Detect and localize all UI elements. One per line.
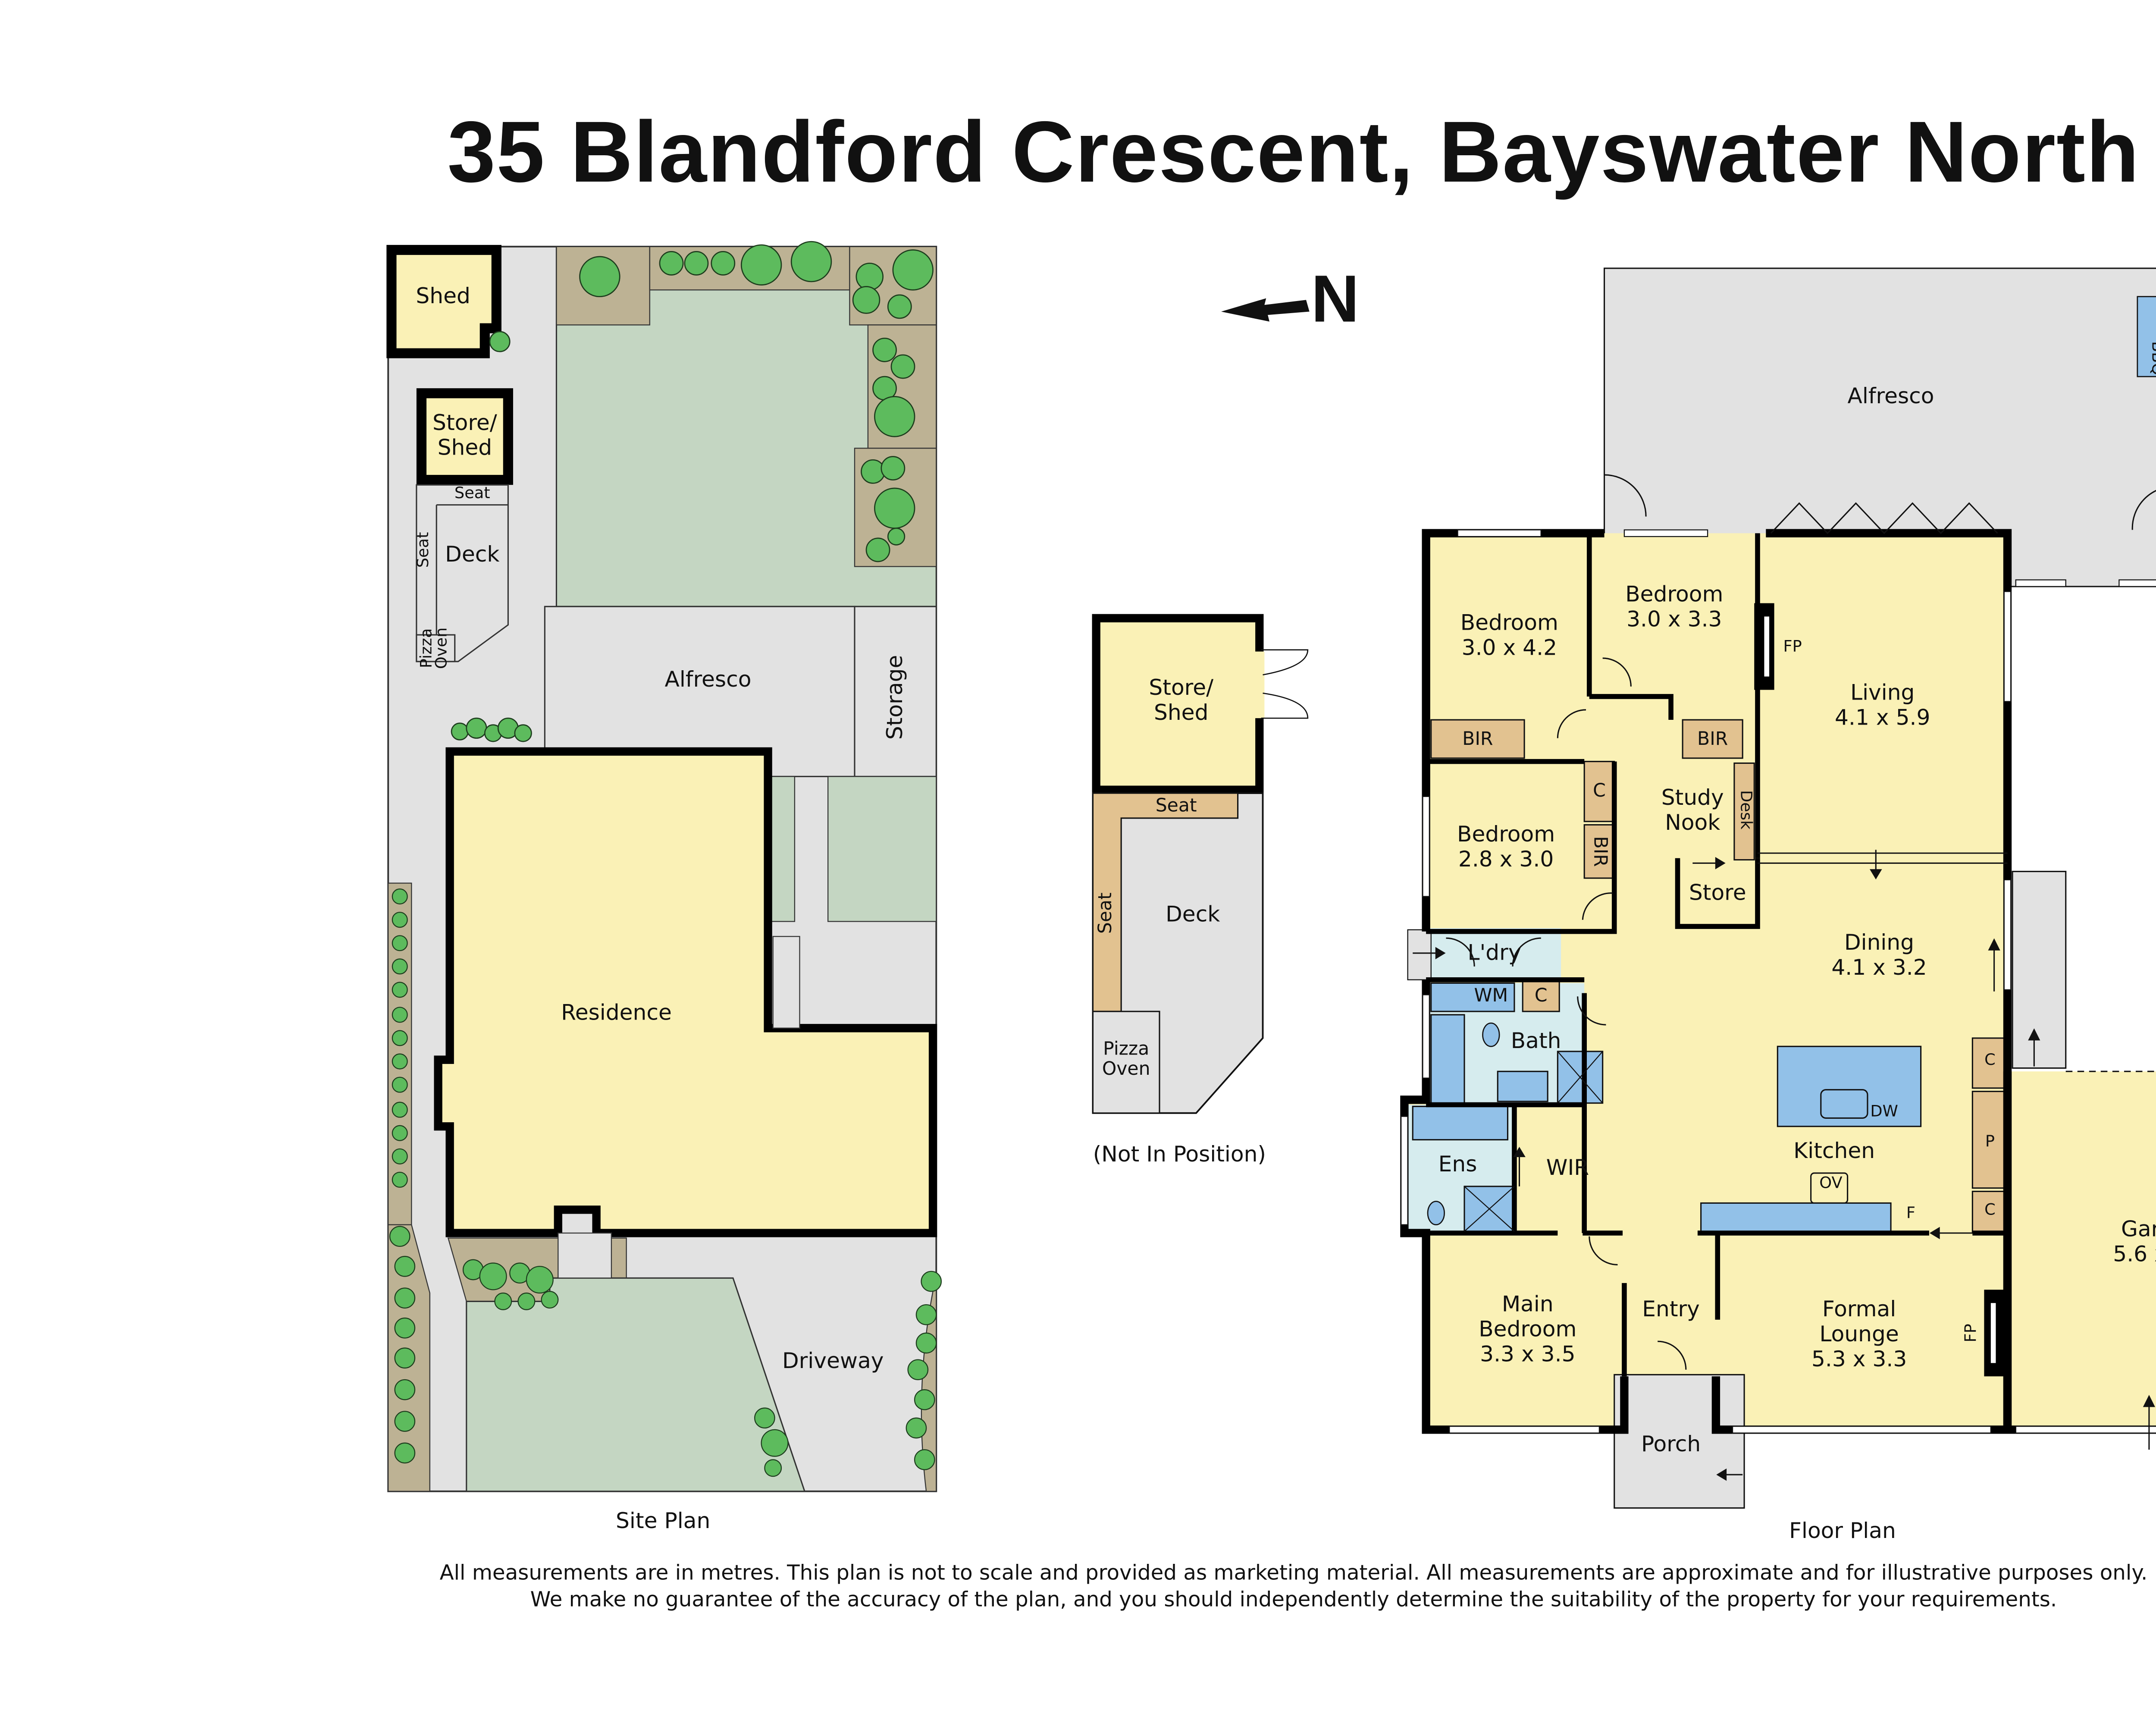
fp-bedroom-1-label: Bedroom 3.0 x 4.2	[1443, 612, 1576, 662]
fp-wm-label: WM	[1474, 985, 1508, 1007]
detail-deck-label: Deck	[1166, 903, 1220, 928]
main-bedroom-size: 3.3 x 3.5	[1480, 1343, 1576, 1368]
site-deck-label: Deck	[445, 543, 500, 568]
fp-pantry-c1-label: C	[1984, 1051, 1996, 1070]
garage-size: 5.6 x 6.3	[2113, 1243, 2156, 1268]
formal-lounge-line1: Formal	[1822, 1298, 1896, 1323]
site-driveway-label: Driveway	[782, 1350, 884, 1375]
main-bedroom-line1: Main	[1501, 1293, 1554, 1318]
fp-pantry-p-label: P	[1985, 1133, 1995, 1152]
fp-bedroom-2-label: Bedroom 3.0 x 3.3	[1608, 583, 1741, 633]
bedroom-3-size: 2.8 x 3.0	[1458, 848, 1554, 873]
site-residence-label: Residence	[561, 1001, 672, 1026]
bedroom-2-size: 3.0 x 3.3	[1626, 608, 1722, 634]
fp-fridge-label: F	[1906, 1205, 1915, 1223]
fp-fireplace-lounge-label: FP	[1962, 1324, 1981, 1343]
svg-text:N: N	[1311, 261, 1360, 336]
site-store-shed-label: Store/ Shed	[421, 411, 508, 461]
site-store-shed-line1: Store/	[432, 411, 497, 437]
fp-bir-2-label: BIR	[1697, 728, 1728, 750]
main-bedroom-line2: Bedroom	[1479, 1318, 1577, 1343]
formal-lounge-line2: Lounge	[1819, 1323, 1899, 1348]
disclaimer-line-2: We make no guarantee of the accuracy of …	[530, 1586, 2057, 1612]
fp-bbq-label: BBQ	[2147, 341, 2156, 376]
fp-pantry-c2-label: C	[1984, 1201, 1996, 1220]
disclaimer: All measurements are in metres. This pla…	[0, 1560, 2156, 1613]
fp-living-label: Living 4.1 x 5.9	[1816, 681, 1949, 731]
living-name: Living	[1850, 681, 1915, 707]
study-nook-line2: Nook	[1665, 811, 1720, 837]
fp-formal-lounge-label: Formal Lounge 5.3 x 3.3	[1791, 1298, 1927, 1373]
fp-porch-label: Porch	[1641, 1433, 1701, 1458]
fp-bir-3-label: BIR	[1589, 836, 1611, 867]
fp-bath-label: Bath	[1510, 1029, 1561, 1055]
bedroom-1-name: Bedroom	[1460, 611, 1558, 637]
fp-desk-label: Desk	[1736, 790, 1755, 830]
fp-dining-label: Dining 4.1 x 3.2	[1812, 932, 1946, 982]
fp-entry-label: Entry	[1642, 1298, 1700, 1323]
site-plan-caption: Site Plan	[616, 1510, 711, 1535]
fp-laundry-c-label: C	[1534, 985, 1548, 1007]
site-seat-top-label: Seat	[454, 485, 490, 503]
site-alfresco-label: Alfresco	[664, 668, 752, 694]
detail-store-shed-label: Store/ Shed	[1108, 677, 1254, 727]
formal-lounge-size: 5.3 x 3.3	[1811, 1348, 1907, 1373]
fp-wir-label: WIR	[1546, 1156, 1589, 1182]
fp-alfresco-label: Alfresco	[1847, 385, 1934, 410]
fp-bir-1-label: BIR	[1462, 728, 1493, 750]
not-in-position-note: (Not In Position)	[1093, 1143, 1266, 1168]
fp-main-bedroom-label: Main Bedroom 3.3 x 3.5	[1445, 1293, 1611, 1368]
study-nook-line1: Study	[1661, 786, 1724, 812]
detail-pizza-oven-label: Pizza Oven	[1093, 1038, 1159, 1080]
fp-store-label: Store	[1689, 881, 1746, 907]
detail-store-shed-line2: Shed	[1153, 701, 1209, 727]
bedroom-2-name: Bedroom	[1625, 583, 1724, 609]
garage-name: Garage	[2121, 1218, 2156, 1243]
bedroom-3-name: Bedroom	[1457, 823, 1555, 848]
fp-kitchen-label: Kitchen	[1793, 1139, 1875, 1165]
detail-seat-top-label: Seat	[1155, 794, 1197, 817]
fp-study-nook-label: Study Nook	[1641, 787, 1745, 837]
fp-fireplace-living-label: FP	[1783, 638, 1802, 657]
dining-name: Dining	[1844, 931, 1915, 957]
fp-ensuite-label: Ens	[1438, 1153, 1477, 1178]
fp-oven-label: OV	[1819, 1174, 1843, 1193]
dining-size: 4.1 x 3.2	[1831, 956, 1927, 982]
living-size: 4.1 x 5.9	[1835, 706, 1930, 732]
property-address-title: 35 Blandford Crescent, Bayswater North	[447, 105, 2140, 202]
detail-pizza-oven-line2: Oven	[1102, 1058, 1150, 1080]
fp-bedroom-3-label: Bedroom 2.8 x 3.0	[1439, 823, 1573, 873]
disclaimer-line-1: All measurements are in metres. This pla…	[439, 1560, 2148, 1585]
fp-laundry-label: L'dry	[1467, 941, 1521, 967]
fp-dishwasher-label: DW	[1870, 1103, 1898, 1122]
site-store-shed-line2: Shed	[437, 436, 492, 462]
fp-garage-label: Garage 5.6 x 6.3	[2091, 1218, 2156, 1268]
fp-linen-c-label: C	[1593, 780, 1606, 802]
detail-pizza-oven-line1: Pizza	[1103, 1038, 1150, 1060]
detail-store-shed-line1: Store/	[1149, 676, 1214, 702]
bedroom-1-size: 3.0 x 4.2	[1461, 636, 1557, 662]
site-shed-label: Shed	[416, 285, 470, 310]
floor-plan-caption: Floor Plan	[1789, 1519, 1896, 1545]
